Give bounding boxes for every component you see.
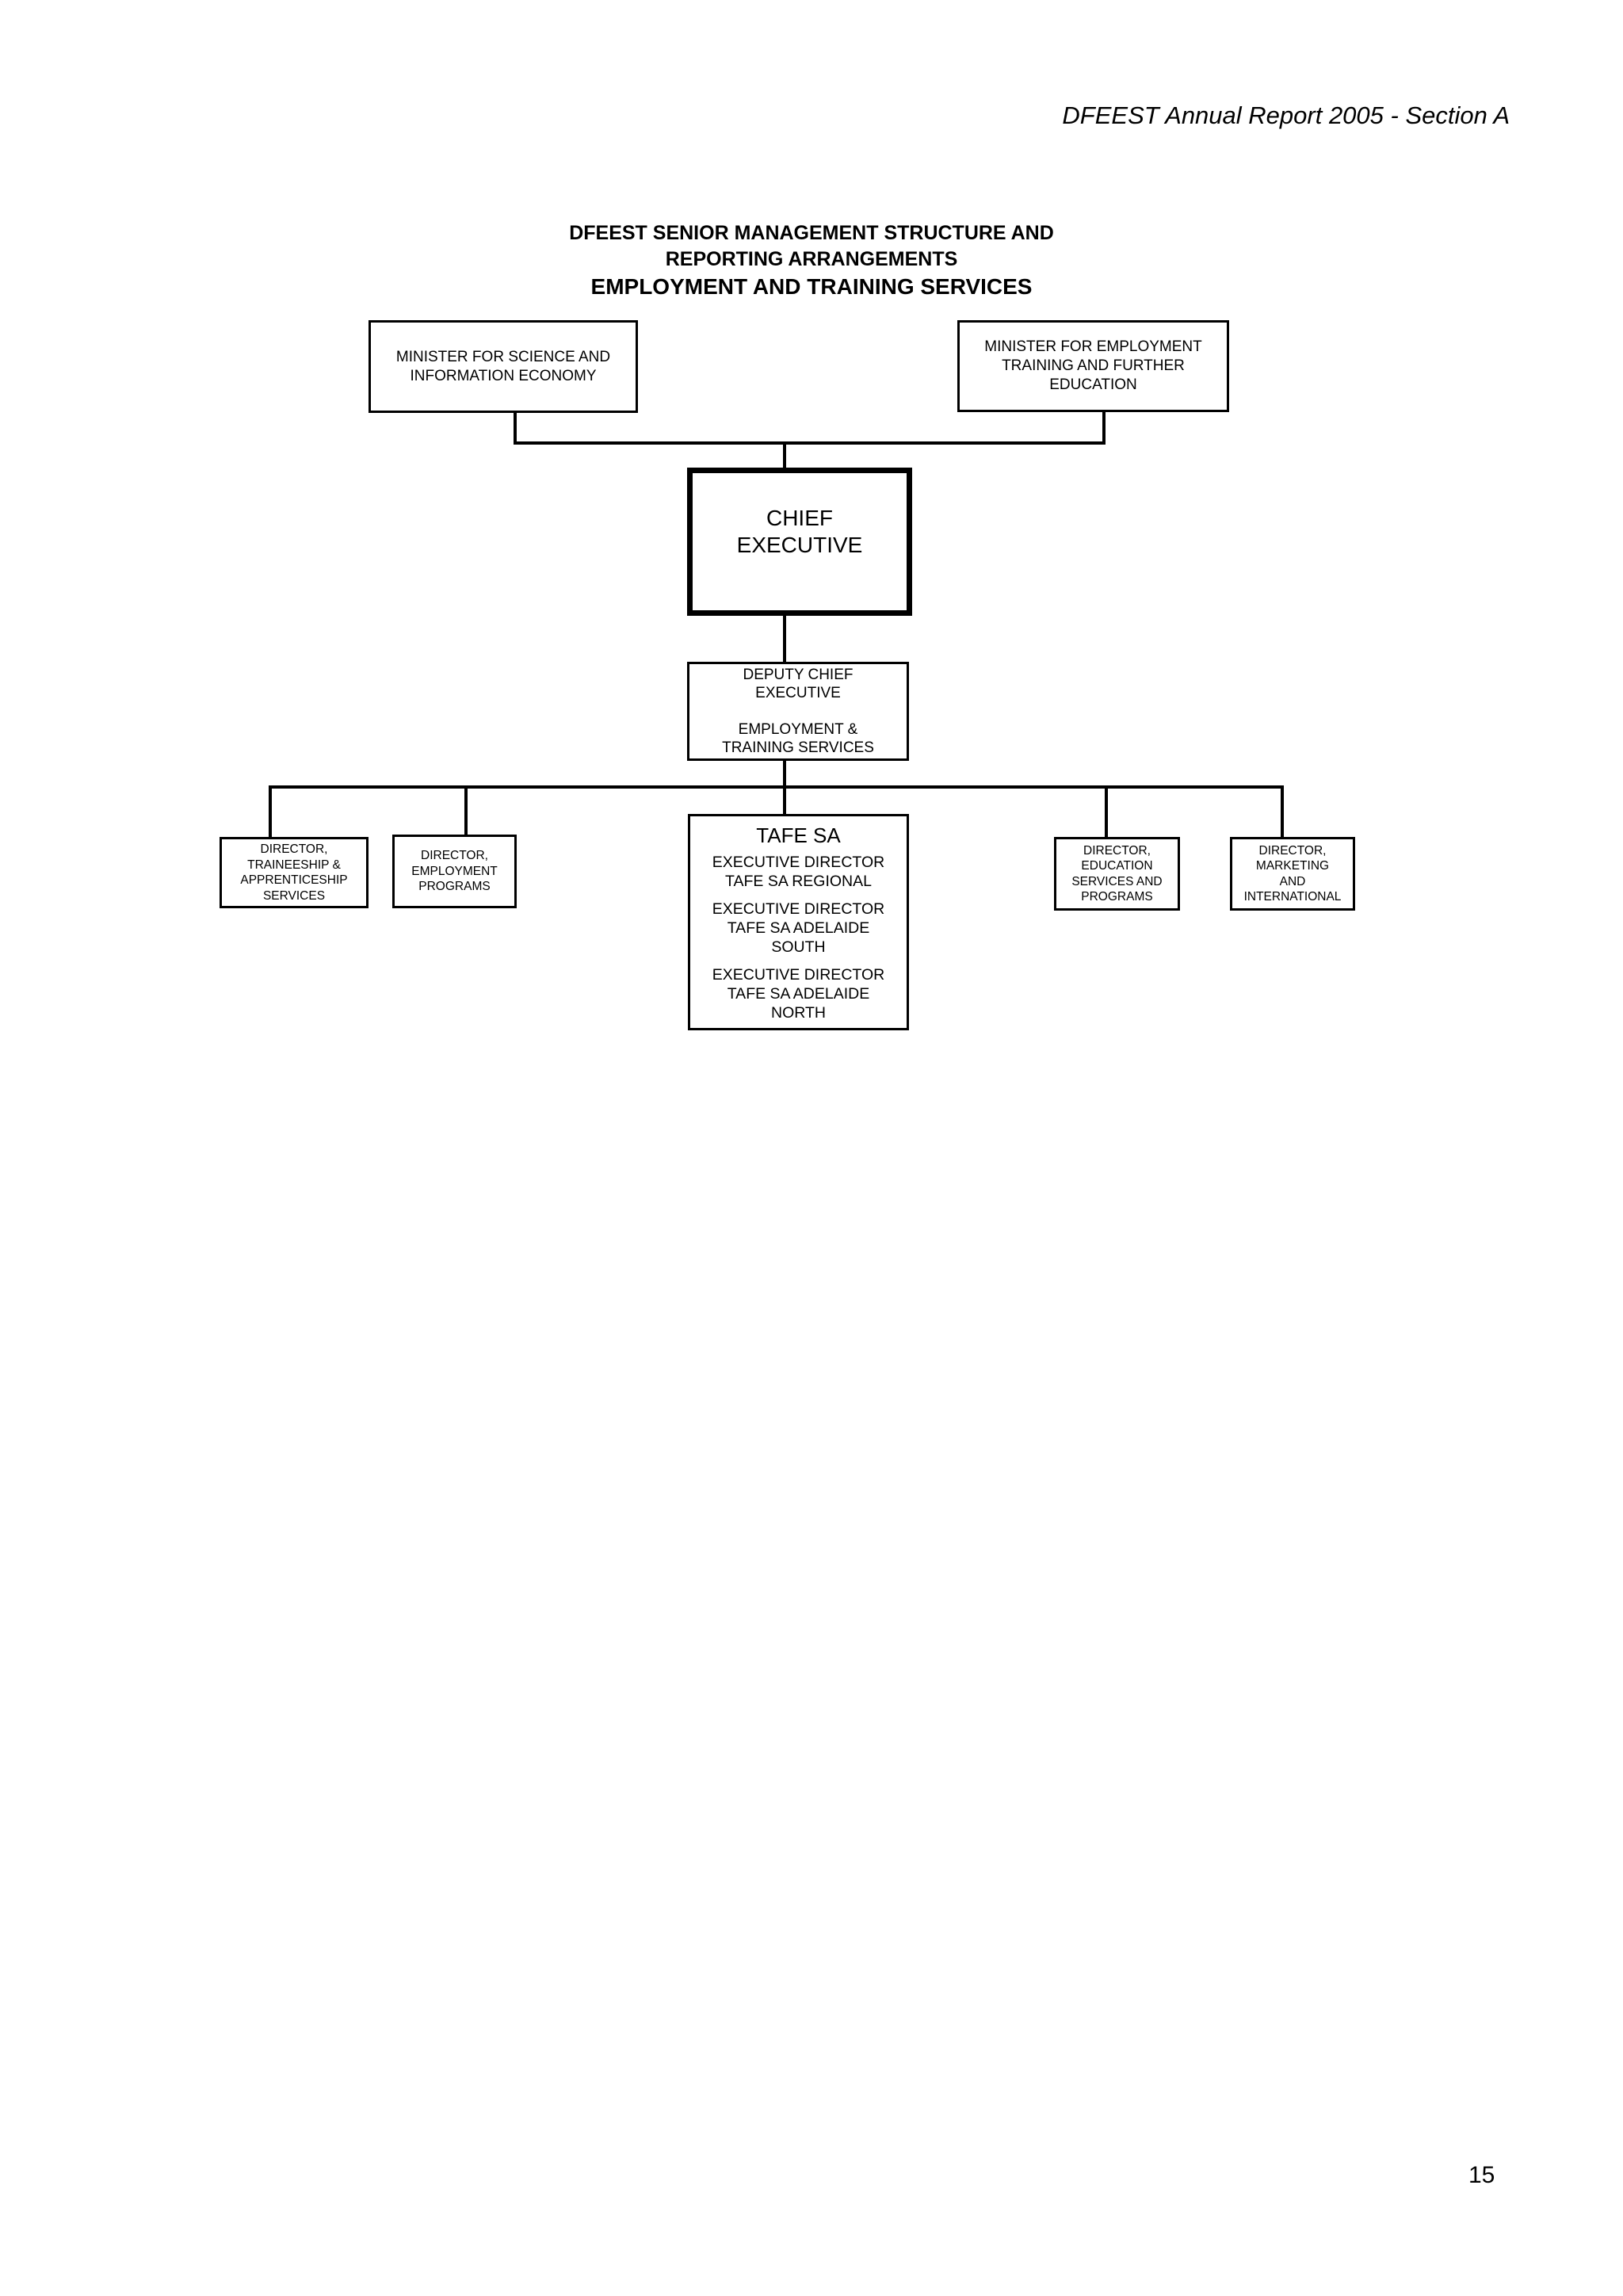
org-box-director-marketing-label: DIRECTOR, MARKETING AND INTERNATIONAL <box>1243 843 1342 904</box>
running-header: DFEEST Annual Report 2005 - Section A <box>1062 101 1510 129</box>
connector-drop-education <box>1105 785 1108 837</box>
chart-title-line2: REPORTING ARRANGEMENTS <box>665 248 958 270</box>
org-box-director-education-label: DIRECTOR, EDUCATION SERVICES AND PROGRAM… <box>1071 843 1163 904</box>
connector-drop-employment <box>464 785 468 835</box>
org-box-tafe-sa-item1: EXECUTIVE DIRECTOR TAFE SA REGIONAL <box>712 854 885 890</box>
org-box-director-traineeship: DIRECTOR, TRAINEESHIP & APPRENTICESHIP S… <box>220 837 369 908</box>
connector-deputy-drop <box>783 761 786 789</box>
org-box-deputy-chief-executive-label: DEPUTY CHIEF EXECUTIVE EMPLOYMENT & TRAI… <box>722 667 874 756</box>
org-box-chief-executive-label: CHIEF EXECUTIVE <box>736 505 863 557</box>
org-box-tafe-sa-heading: TAFE SA <box>756 823 841 847</box>
org-box-minister-science-label: MINISTER FOR SCIENCE AND INFORMATION ECO… <box>395 348 611 384</box>
connector-minister-employment-drop <box>1102 412 1106 445</box>
connector-minister-science-drop <box>514 413 517 445</box>
org-box-tafe-sa-item2: EXECUTIVE DIRECTOR TAFE SA ADELAIDE SOUT… <box>712 900 885 956</box>
connector-ministers-join <box>514 441 1106 445</box>
org-box-chief-executive: CHIEF EXECUTIVE <box>687 468 912 616</box>
org-box-director-traineeship-label: DIRECTOR, TRAINEESHIP & APPRENTICESHIP S… <box>240 842 348 903</box>
connector-drop-tafe <box>783 785 786 816</box>
connector-to-chief-executive <box>783 441 786 468</box>
org-box-minister-employment-label: MINISTER FOR EMPLOYMENT TRAINING AND FUR… <box>984 338 1202 393</box>
org-box-tafe-sa: TAFE SA EXECUTIVE DIRECTOR TAFE SA REGIO… <box>688 814 909 1030</box>
connector-drop-traineeship <box>269 785 272 837</box>
org-box-deputy-chief-executive: DEPUTY CHIEF EXECUTIVE EMPLOYMENT & TRAI… <box>687 662 909 761</box>
connector-drop-marketing <box>1281 785 1284 837</box>
org-box-minister-science: MINISTER FOR SCIENCE AND INFORMATION ECO… <box>369 320 638 413</box>
org-box-director-employment: DIRECTOR, EMPLOYMENT PROGRAMS <box>392 835 517 908</box>
page-number: 15 <box>1468 2162 1495 2188</box>
connector-ce-to-deputy <box>783 616 786 662</box>
org-box-minister-employment: MINISTER FOR EMPLOYMENT TRAINING AND FUR… <box>957 320 1229 412</box>
org-box-director-employment-label: DIRECTOR, EMPLOYMENT PROGRAMS <box>411 849 498 894</box>
chart-title-line3: EMPLOYMENT AND TRAINING SERVICES <box>590 274 1033 299</box>
connector-distribution-rail <box>269 785 1284 789</box>
chart-title-line1: DFEEST SENIOR MANAGEMENT STRUCTURE AND <box>569 222 1054 244</box>
org-box-director-marketing: DIRECTOR, MARKETING AND INTERNATIONAL <box>1230 837 1355 911</box>
org-box-tafe-sa-item3: EXECUTIVE DIRECTOR TAFE SA ADELAIDE NORT… <box>712 966 885 1022</box>
org-box-director-education: DIRECTOR, EDUCATION SERVICES AND PROGRAM… <box>1054 837 1180 911</box>
chart-title: DFEEST SENIOR MANAGEMENT STRUCTURE AND R… <box>0 220 1623 301</box>
